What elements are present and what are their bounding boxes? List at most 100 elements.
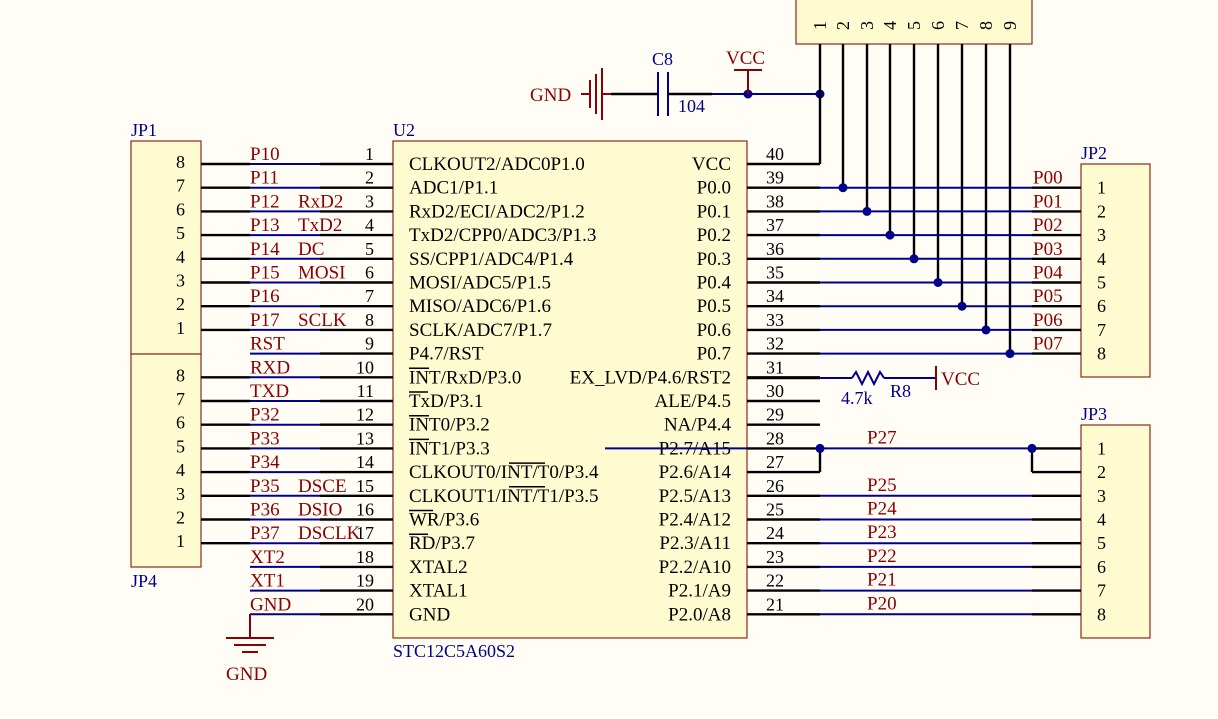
u2-pin-number: 36 — [766, 239, 784, 259]
u2-pin-name: WR/P3.6 — [409, 510, 479, 531]
net-label: P03 — [1033, 239, 1063, 260]
net-func-label: RxD2 — [298, 191, 343, 212]
header-pin-number: 8 — [176, 365, 185, 385]
u2-pin-name: P2.5/A13 — [659, 486, 731, 507]
u2-pin-number: 20 — [356, 594, 374, 614]
header-pin-number: 8 — [176, 152, 185, 172]
u2-pin-number: 1 — [365, 144, 374, 164]
u2-pin-number: 25 — [766, 500, 784, 520]
net-label: P23 — [867, 522, 897, 543]
net-label: P32 — [250, 405, 280, 426]
header-pin-number: 8 — [1097, 604, 1106, 624]
u2-pin-number: 30 — [766, 381, 784, 401]
net-label: P34 — [250, 452, 280, 473]
net-label: GND — [250, 594, 291, 615]
u2-pin-number: 40 — [766, 144, 784, 164]
u2-pin-name: P0.7 — [697, 344, 731, 365]
u2-pin-number: 24 — [766, 523, 784, 543]
vcc-label-r8: VCC — [941, 369, 980, 390]
net-func-label: DC — [298, 239, 324, 260]
net-func-label: MOSI — [298, 263, 346, 284]
u2-pin-number: 28 — [766, 428, 784, 448]
u2-pin-number: 31 — [766, 357, 784, 377]
net-label: P36 — [250, 500, 280, 521]
header-pin-number: 2 — [176, 508, 185, 528]
c8-designator: C8 — [652, 49, 673, 69]
u2-pin-name: P2.4/A12 — [659, 510, 731, 531]
header-pin-number: 1 — [176, 531, 185, 551]
u2-pin-name: INT1/P3.3 — [409, 438, 490, 459]
net-label: P04 — [1033, 263, 1063, 284]
top-connector-pin-number: 5 — [904, 21, 924, 30]
header-pin-number: 5 — [176, 436, 185, 456]
u2-pin-name: P0.5 — [697, 296, 731, 317]
u2-pin-number: 9 — [365, 334, 374, 354]
top-connector-pin-number: 8 — [976, 21, 996, 30]
u2-pin-name: P0.3 — [697, 249, 731, 270]
u2-pin-number: 10 — [356, 357, 374, 377]
u2-pin-number: 19 — [356, 571, 374, 591]
u2-pin-name: RD/P3.7 — [409, 533, 475, 554]
header-pin-number: 1 — [1097, 438, 1106, 458]
u2-pin-name: TxD/P3.1 — [409, 391, 483, 412]
u2-pin-number: 34 — [766, 286, 784, 306]
net-label: P11 — [250, 168, 279, 189]
u2-pin-number: 38 — [766, 191, 784, 211]
u2-body — [392, 140, 748, 639]
top-connector-pin-number: 6 — [928, 21, 948, 30]
u2-pin-name: EX_LVD/P4.6/RST2 — [570, 367, 731, 388]
net-func-label: TxD2 — [298, 215, 342, 236]
net-func-label: DSCLK — [298, 523, 361, 544]
net-label: RST — [250, 334, 285, 355]
u2-pin-name: RxD2/ECI/ADC2/P1.2 — [409, 201, 585, 222]
u2-pin-name: XTAL1 — [409, 581, 468, 602]
top-connector-pin-number: 2 — [833, 21, 853, 30]
u2-pin-number: 6 — [365, 263, 374, 283]
u2-pin-name: VCC — [692, 154, 731, 175]
u2-pin-number: 35 — [766, 263, 784, 283]
net-label: P33 — [250, 428, 280, 449]
net-label: P06 — [1033, 310, 1063, 331]
u2-pin-number: 26 — [766, 476, 784, 496]
c8-value: 104 — [678, 96, 705, 116]
u2-pin-name: P4.7/RST — [409, 344, 484, 365]
net-func-label: DSIO — [298, 500, 342, 521]
u2-pin-name: CLKOUT0/INT/T0/P3.4 — [409, 462, 599, 483]
gnd-symbol: GND — [226, 614, 274, 685]
u2-pin-name: P0.0 — [697, 178, 731, 199]
u2-pin-number: 3 — [365, 191, 374, 211]
jp4-designator: JP4 — [131, 571, 157, 591]
header-pin-number: 3 — [1097, 486, 1106, 506]
u2-pin-number: 18 — [356, 547, 374, 567]
r8-resistor: VCC 4.7k R8 — [747, 366, 980, 408]
u2-pin-name: SS/CPP1/ADC4/P1.4 — [409, 249, 574, 270]
u2-pin-number: 21 — [766, 594, 784, 614]
u2-pin-number: 7 — [365, 286, 374, 306]
net-label: XT2 — [250, 547, 285, 568]
u2-pin-name: SCLK/ADC7/P1.7 — [409, 320, 552, 341]
net-label: P37 — [250, 523, 280, 544]
header-pin-number: 4 — [1097, 249, 1106, 269]
u2-pin-name: P2.2/A10 — [659, 557, 731, 578]
header-pin-number: 2 — [1097, 201, 1106, 221]
gnd-label-cap: GND — [530, 85, 571, 106]
header-pin-number: 3 — [1097, 225, 1106, 245]
u2-pin-number: 33 — [766, 310, 784, 330]
u2-pin-name: P2.0/A8 — [668, 604, 731, 625]
u2-pin-name: ALE/P4.5 — [654, 391, 731, 412]
u2-pin-name: INT0/P3.2 — [409, 415, 490, 436]
header-pin-number: 7 — [176, 176, 185, 196]
u2-pin-name: MOSI/ADC5/P1.5 — [409, 273, 551, 294]
p0-bus-wires — [818, 44, 1015, 359]
header-pin-number: 5 — [1097, 533, 1106, 553]
net-label: P13 — [250, 215, 280, 236]
top-connector-pin-number: 7 — [952, 21, 972, 30]
vcc-label-cap: VCC — [726, 48, 765, 69]
u2-pin-name: CLKOUT2/ADC0P1.0 — [409, 154, 585, 175]
net-label: P20 — [867, 593, 897, 614]
header-pin-number: 3 — [176, 484, 185, 504]
